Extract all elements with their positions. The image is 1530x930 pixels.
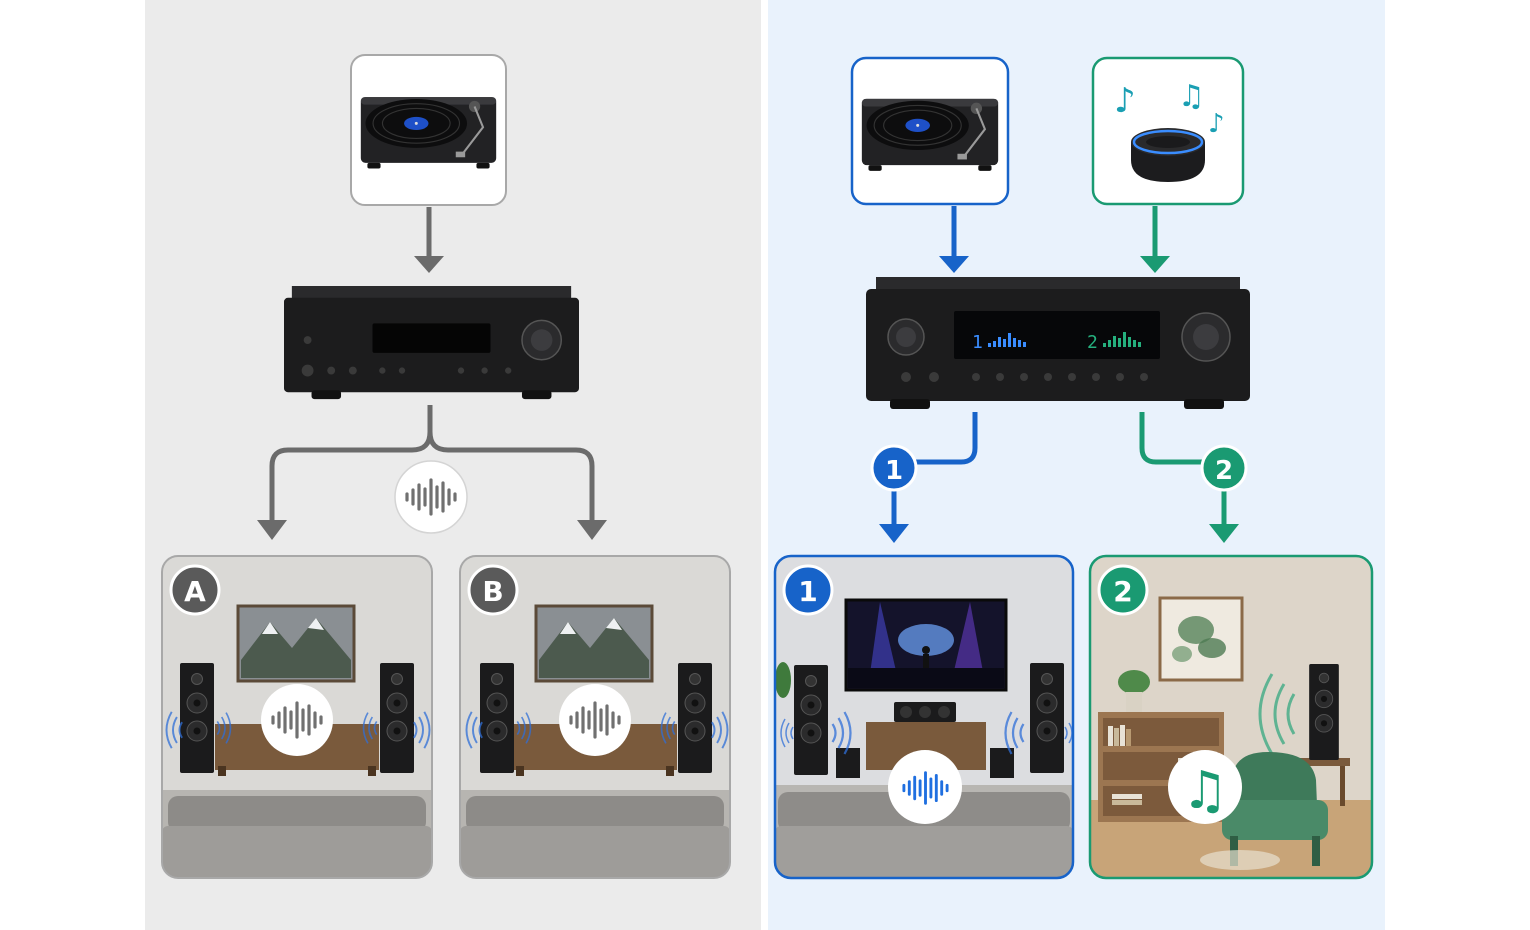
- right-source-turntable-card: [850, 56, 1010, 206]
- turntable-icon: [860, 97, 1000, 172]
- zone-2-label: 2: [1113, 575, 1132, 608]
- tower-speaker-icon: [1030, 662, 1064, 774]
- dual-zone-receiver: 1 2: [866, 277, 1250, 410]
- smart-speaker-icon: [1131, 128, 1205, 182]
- zone-2-signal-badge: [1168, 750, 1242, 824]
- zone-1-route-label: 1: [885, 456, 903, 486]
- zone-1-wiring: 1: [870, 412, 978, 543]
- zone-1-home-theater-room: 1: [773, 554, 1075, 880]
- zone-2-level-meter-icon: [1103, 332, 1141, 347]
- svg-text:♪: ♪: [1208, 109, 1225, 139]
- framed-art-icon: [1158, 596, 1244, 682]
- tower-speaker-icon: [1308, 664, 1340, 760]
- arrow-to-room-a: [257, 520, 287, 540]
- tower-speaker-icon: [678, 662, 712, 774]
- tower-speaker-icon: [480, 662, 514, 774]
- tower-speaker-icon: [380, 662, 414, 774]
- svg-text:♫: ♫: [1178, 79, 1205, 114]
- armchair-icon: [1222, 752, 1328, 866]
- zone-2-wiring: 2: [1139, 412, 1248, 543]
- plant-icon: [775, 662, 791, 698]
- left-source-turntable-card: [350, 54, 507, 206]
- music-note-icon: ♫: [1182, 761, 1229, 821]
- music-notes-icon: ♪ ♫ ♪: [1114, 79, 1225, 139]
- svg-text:♪: ♪: [1114, 81, 1136, 121]
- arrow-turntable-to-receiver: [939, 206, 969, 273]
- left-arrow-source-to-receiver: [414, 207, 444, 273]
- stereo-receiver-icon: [283, 286, 580, 400]
- subwoofer-icon: [836, 748, 860, 778]
- arrow-smart-speaker-to-receiver: [1140, 206, 1170, 273]
- left-branch-wiring: [269, 405, 595, 522]
- tower-speaker-icon: [180, 662, 214, 774]
- arrow-to-room-b: [577, 520, 607, 540]
- zone-1-label: 1: [798, 575, 817, 608]
- turntable-icon: [359, 95, 498, 170]
- display-zone-1: 1: [972, 332, 983, 353]
- right-source-smart-speaker-card: ♪ ♫ ♪: [1091, 56, 1245, 206]
- tower-speaker-icon: [794, 664, 828, 776]
- room-b-label: B: [482, 575, 503, 608]
- display-zone-2: 2: [1087, 332, 1098, 353]
- sound-waves-icon: [1258, 673, 1296, 755]
- zone-1-label-badge: 1: [782, 564, 834, 616]
- zone-1-level-meter-icon: [988, 333, 1026, 347]
- room-b-label-badge: B: [467, 564, 519, 616]
- zone-2-label-badge: 2: [1097, 564, 1149, 616]
- zone-2-reading-room: ♫ 2: [1088, 554, 1374, 880]
- zone-2-route-label: 2: [1215, 456, 1233, 486]
- room-a-label: A: [184, 575, 206, 608]
- stereo-receiver-icon: [866, 277, 1250, 410]
- potted-plant-icon: [1118, 670, 1150, 712]
- tv-concert-icon: [844, 598, 1008, 692]
- room-b: B: [459, 555, 731, 879]
- room-a-label-badge: A: [169, 564, 221, 616]
- left-signal-badge: [394, 460, 468, 534]
- room-a: A: [161, 555, 433, 879]
